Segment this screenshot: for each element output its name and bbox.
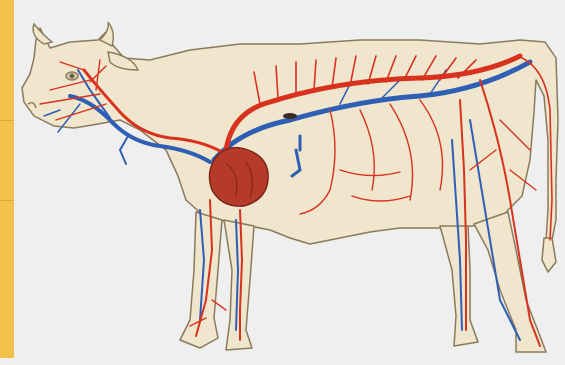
- cow-silhouette: [22, 28, 558, 352]
- tail-switch: [542, 238, 556, 272]
- organ-mark: [283, 113, 297, 119]
- heart-shape: [209, 148, 268, 207]
- body-outline: [22, 28, 558, 244]
- heart: [209, 148, 268, 207]
